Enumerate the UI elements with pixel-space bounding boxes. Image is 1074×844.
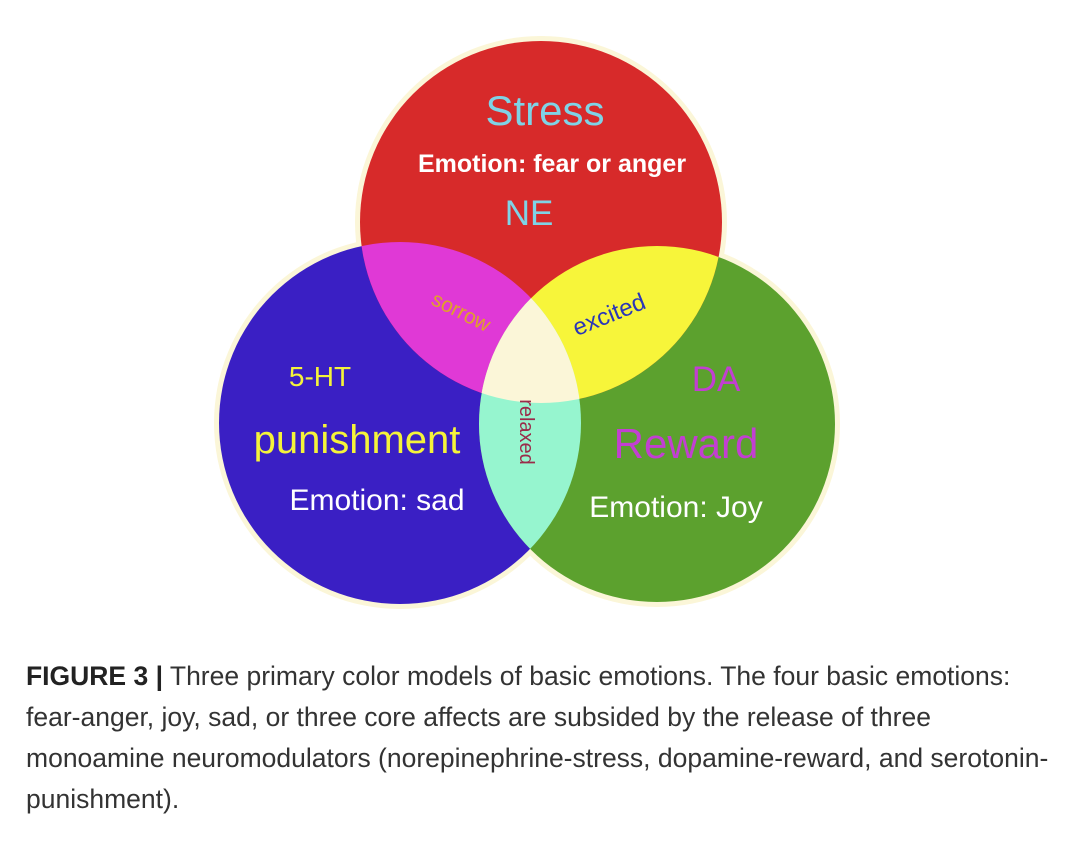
venn-diagram: Stress Emotion: fear or anger NE 5-HT pu… [214, 36, 840, 609]
punishment-modulator: 5-HT [289, 361, 351, 392]
reward-modulator: DA [692, 360, 741, 399]
stress-modulator: NE [505, 194, 554, 233]
stress-emotion: Emotion: fear or anger [418, 150, 686, 178]
reward-title: Reward [614, 420, 759, 467]
caption-text: Three primary color models of basic emot… [26, 661, 1049, 814]
punishment-title: punishment [254, 418, 461, 462]
excited-overlap [479, 246, 722, 403]
figure-label: FIGURE 3 | [26, 661, 163, 691]
relaxed-label: relaxed [515, 399, 537, 465]
figure-caption: FIGURE 3 | Three primary color models of… [26, 656, 1056, 820]
reward-emotion: Emotion: Joy [589, 491, 762, 524]
stress-title: Stress [485, 87, 604, 134]
sorrow-overlap [360, 242, 581, 403]
punishment-emotion: Emotion: sad [289, 484, 464, 517]
